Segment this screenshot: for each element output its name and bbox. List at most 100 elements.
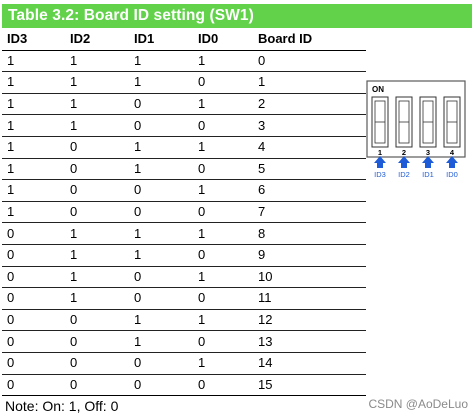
- cell-id0: 0: [193, 158, 253, 181]
- cell-id2: 1: [65, 93, 129, 116]
- cell-id1: 0: [129, 287, 193, 310]
- cell-id3: 1: [2, 114, 65, 137]
- cell-id2: 0: [65, 158, 129, 181]
- cell-board-id: 14: [253, 352, 366, 375]
- note-text: Note: On: 1, Off: 0: [5, 398, 119, 414]
- cell-id0: 1: [193, 93, 253, 116]
- cell-id3: 0: [2, 330, 65, 353]
- cell-id2: 0: [65, 374, 129, 397]
- up-arrow-icon: [446, 156, 458, 168]
- cell-board-id: 0: [253, 50, 366, 73]
- cell-id1: 1: [129, 50, 193, 73]
- cell-id3: 0: [2, 287, 65, 310]
- cell-id3: 1: [2, 50, 65, 73]
- cell-id2: 1: [65, 222, 129, 245]
- cell-board-id: 1: [253, 71, 366, 94]
- dip-switch-id-label: ID2: [398, 170, 410, 179]
- cell-id0: 1: [193, 352, 253, 375]
- cell-id1: 0: [129, 93, 193, 116]
- header-board-id: Board ID: [253, 29, 366, 51]
- cell-id0: 1: [193, 266, 253, 289]
- cell-id3: 1: [2, 179, 65, 202]
- cell-id2: 1: [65, 244, 129, 267]
- cell-id2: 0: [65, 201, 129, 224]
- cell-id1: 1: [129, 309, 193, 332]
- dip-switch-number: 4: [450, 148, 455, 157]
- cell-id1: 1: [129, 244, 193, 267]
- up-arrow-icon: [374, 156, 386, 168]
- cell-id2: 0: [65, 352, 129, 375]
- cell-id0: 0: [193, 71, 253, 94]
- cell-id1: 0: [129, 266, 193, 289]
- cell-id2: 0: [65, 179, 129, 202]
- cell-id1: 0: [129, 114, 193, 137]
- cell-id3: 0: [2, 352, 65, 375]
- cell-id2: 1: [65, 266, 129, 289]
- table-header-row: ID3 ID2 ID1 ID0 Board ID: [2, 29, 366, 51]
- dip-switch-id-label: ID3: [374, 170, 386, 179]
- cell-id3: 0: [2, 222, 65, 245]
- cell-id1: 0: [129, 201, 193, 224]
- dip-switch-number: 3: [426, 148, 430, 157]
- cell-board-id: 12: [253, 309, 366, 332]
- cell-id2: 1: [65, 71, 129, 94]
- cell-id1: 0: [129, 179, 193, 202]
- cell-id3: 1: [2, 71, 65, 94]
- cell-id1: 1: [129, 330, 193, 353]
- header-id0: ID0: [193, 29, 253, 51]
- cell-id2: 0: [65, 330, 129, 353]
- dip-switch-number: 2: [402, 148, 406, 157]
- header-id2: ID2: [65, 29, 129, 51]
- header-id1: ID1: [129, 29, 193, 51]
- watermark-text: CSDN @AoDeLuo: [368, 397, 468, 411]
- cell-id1: 1: [129, 71, 193, 94]
- header-id3: ID3: [2, 29, 65, 51]
- cell-id3: 1: [2, 136, 65, 159]
- cell-id2: 1: [65, 114, 129, 137]
- cell-board-id: 9: [253, 244, 366, 267]
- cell-id3: 0: [2, 309, 65, 332]
- cell-board-id: 7: [253, 201, 366, 224]
- table-title: Table 3.2: Board ID setting (SW1): [2, 4, 472, 28]
- up-arrow-icon: [398, 156, 410, 168]
- dip-switch-number: 1: [378, 148, 382, 157]
- cell-id3: 0: [2, 374, 65, 397]
- cell-id2: 1: [65, 287, 129, 310]
- cell-id2: 0: [65, 309, 129, 332]
- cell-board-id: 15: [253, 374, 366, 397]
- cell-board-id: 11: [253, 287, 366, 310]
- cell-id3: 1: [2, 93, 65, 116]
- cell-board-id: 4: [253, 136, 366, 159]
- cell-id1: 1: [129, 136, 193, 159]
- cell-id3: 1: [2, 201, 65, 224]
- cell-board-id: 13: [253, 330, 366, 353]
- cell-id0: 0: [193, 244, 253, 267]
- cell-id2: 0: [65, 136, 129, 159]
- cell-id0: 0: [193, 287, 253, 310]
- dip-switch-group: 1 2 3 4: [371, 96, 461, 157]
- cell-id0: 1: [193, 179, 253, 202]
- cell-id0: 1: [193, 50, 253, 73]
- cell-id1: 0: [129, 374, 193, 397]
- dip-switch-id-label: ID1: [422, 170, 434, 179]
- cell-board-id: 6: [253, 179, 366, 202]
- cell-id0: 0: [193, 114, 253, 137]
- cell-id3: 1: [2, 158, 65, 181]
- cell-board-id: 5: [253, 158, 366, 181]
- cell-board-id: 8: [253, 222, 366, 245]
- cell-board-id: 3: [253, 114, 366, 137]
